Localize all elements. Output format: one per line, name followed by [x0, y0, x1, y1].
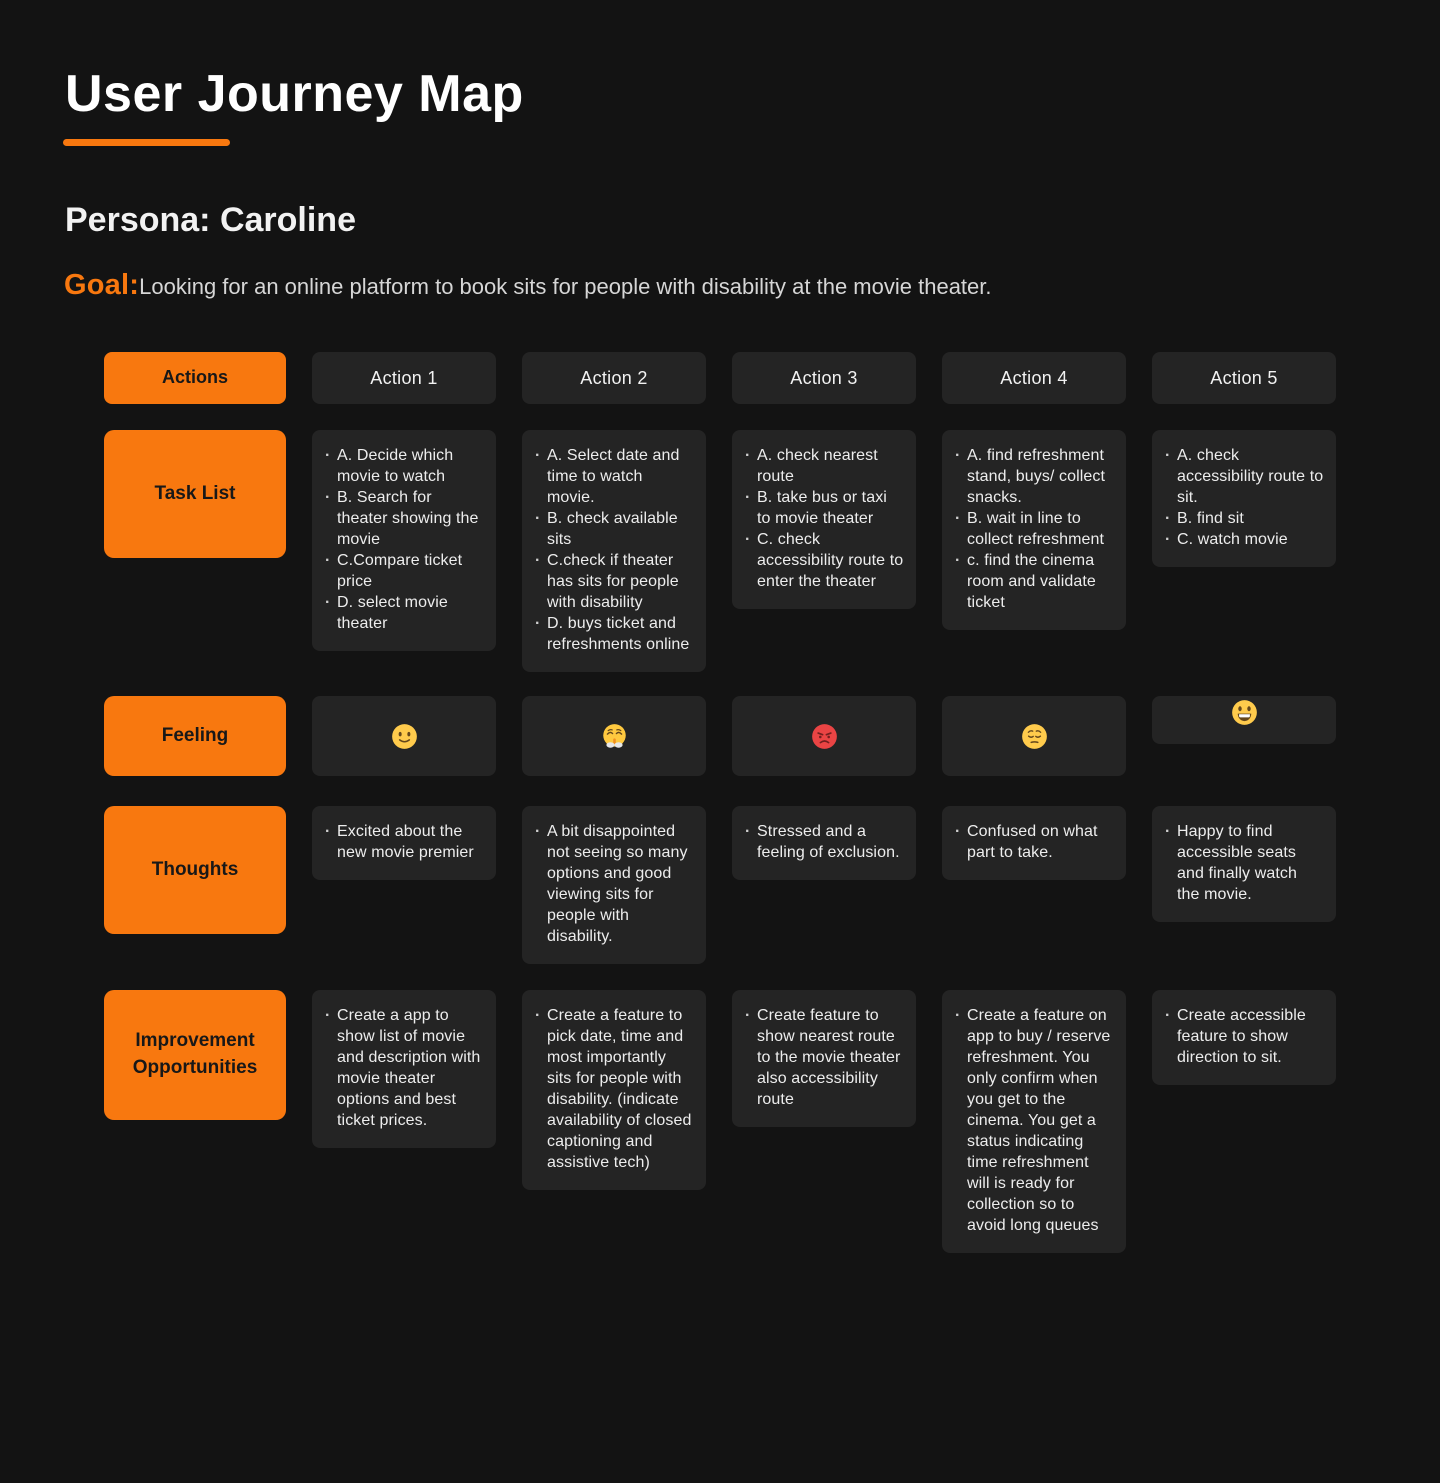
- bullet-item: Create feature to show nearest route to …: [743, 1005, 904, 1110]
- bullet-item: C.Compare ticket price: [323, 550, 484, 592]
- face-with-steam-from-nose-icon: [602, 723, 626, 748]
- bullet-item: B. take bus or taxi to movie theater: [743, 487, 904, 529]
- persona-title: Persona: Caroline: [65, 201, 356, 239]
- task-list-action-1: A. Decide which movie to watchB. Search …: [323, 445, 484, 634]
- row-label-actions: Actions: [104, 352, 286, 404]
- bullet-item: Create a feature on app to buy / reserve…: [953, 1005, 1114, 1236]
- task-list-action-5: A. check accessibility route to sit.B. f…: [1163, 445, 1324, 550]
- bullet-item: A. check accessibility route to sit.: [1163, 445, 1324, 508]
- bullet-item: c. find the cinema room and validate tic…: [953, 550, 1114, 613]
- feeling-card-action-2: [522, 696, 706, 776]
- feeling-card-action-5: [1152, 696, 1336, 744]
- pensive-face-icon: [1021, 723, 1047, 749]
- improvement-card-action-4: Create a feature on app to buy / reserve…: [942, 990, 1126, 1253]
- improvement-list-action-1: Create a app to show list of movie and d…: [323, 1005, 484, 1131]
- grinning-face-icon: [1231, 700, 1257, 725]
- task-card-action-1: A. Decide which movie to watchB. Search …: [312, 430, 496, 651]
- task-card-action-2: A. Select date and time to watch movie.B…: [522, 430, 706, 672]
- thoughts-row: Thoughts Excited about the new movie pre…: [104, 806, 1336, 964]
- feeling-card-action-4: [942, 696, 1126, 776]
- bullet-item: C. watch movie: [1163, 529, 1324, 550]
- feeling-card-action-3: [732, 696, 916, 776]
- bullet-item: Create a app to show list of movie and d…: [323, 1005, 484, 1131]
- column-header-action-4: Action 4: [942, 352, 1126, 404]
- task-card-action-3: A. check nearest routeB. take bus or tax…: [732, 430, 916, 609]
- bullet-item: B. find sit: [1163, 508, 1324, 529]
- improvement-list-action-4: Create a feature on app to buy / reserve…: [953, 1005, 1114, 1236]
- thoughts-list-action-1: Excited about the new movie premier: [323, 821, 484, 863]
- bullet-item: A. find refreshment stand, buys/ collect…: [953, 445, 1114, 508]
- column-header-action-3: Action 3: [732, 352, 916, 404]
- thoughts-card-action-1: Excited about the new movie premier: [312, 806, 496, 880]
- bullet-item: D. buys ticket and refreshments online: [533, 613, 694, 655]
- task-card-action-4: A. find refreshment stand, buys/ collect…: [942, 430, 1126, 630]
- bullet-item: A bit disappointed not seeing so many op…: [533, 821, 694, 947]
- task-list-action-2: A. Select date and time to watch movie.B…: [533, 445, 694, 655]
- task-card-action-5: A. check accessibility route to sit.B. f…: [1152, 430, 1336, 567]
- angry-red-face-icon: [811, 723, 837, 749]
- improvement-card-action-1: Create a app to show list of movie and d…: [312, 990, 496, 1148]
- improvement-list-action-5: Create accessible feature to show direct…: [1163, 1005, 1324, 1068]
- bullet-item: C.check if theater has sits for people w…: [533, 550, 694, 613]
- bullet-item: Happy to find accessible seats and final…: [1163, 821, 1324, 905]
- bullet-item: A. check nearest route: [743, 445, 904, 487]
- thoughts-card-action-2: A bit disappointed not seeing so many op…: [522, 806, 706, 964]
- thoughts-list-action-3: Stressed and a feeling of exclusion.: [743, 821, 904, 863]
- improvement-list-action-2: Create a feature to pick date, time and …: [533, 1005, 694, 1173]
- bullet-item: Excited about the new movie premier: [323, 821, 484, 863]
- bullet-item: A. Select date and time to watch movie.: [533, 445, 694, 508]
- bullet-item: Confused on what part to take.: [953, 821, 1114, 863]
- thoughts-card-action-4: Confused on what part to take.: [942, 806, 1126, 880]
- thoughts-list-action-2: A bit disappointed not seeing so many op…: [533, 821, 694, 947]
- thoughts-list-action-5: Happy to find accessible seats and final…: [1163, 821, 1324, 905]
- page-title: User Journey Map: [65, 65, 524, 123]
- feeling-card-action-1: [312, 696, 496, 776]
- thoughts-list-action-4: Confused on what part to take.: [953, 821, 1114, 863]
- row-label-task-list: Task List: [104, 430, 286, 558]
- bullet-item: B. Search for theater showing the movie: [323, 487, 484, 550]
- row-label-thoughts: Thoughts: [104, 806, 286, 934]
- thoughts-card-action-3: Stressed and a feeling of exclusion.: [732, 806, 916, 880]
- row-label-feeling: Feeling: [104, 696, 286, 776]
- title-underline: [63, 139, 230, 146]
- bullet-item: Create accessible feature to show direct…: [1163, 1005, 1324, 1068]
- improvement-card-action-2: Create a feature to pick date, time and …: [522, 990, 706, 1190]
- column-header-action-1: Action 1: [312, 352, 496, 404]
- improvement-list-action-3: Create feature to show nearest route to …: [743, 1005, 904, 1110]
- bullet-item: C. check accessibility route to enter th…: [743, 529, 904, 592]
- row-label-improvement-opportunities: Improvement Opportunities: [104, 990, 286, 1120]
- slightly-smiling-face-icon: [391, 723, 417, 749]
- column-header-action-5: Action 5: [1152, 352, 1336, 404]
- bullet-item: A. Decide which movie to watch: [323, 445, 484, 487]
- journey-map-grid: Actions Action 1 Action 2 Action 3 Actio…: [104, 352, 1336, 1253]
- goal-label: Goal:: [64, 269, 140, 301]
- task-list-action-4: A. find refreshment stand, buys/ collect…: [953, 445, 1114, 613]
- bullet-item: Create a feature to pick date, time and …: [533, 1005, 694, 1173]
- bullet-item: Stressed and a feeling of exclusion.: [743, 821, 904, 863]
- task-list-row: Task List A. Decide which movie to watch…: [104, 430, 1336, 672]
- goal-text: Looking for an online platform to book s…: [139, 274, 992, 299]
- feeling-row: Feeling: [104, 696, 1336, 776]
- actions-header-row: Actions Action 1 Action 2 Action 3 Actio…: [104, 352, 1336, 404]
- thoughts-card-action-5: Happy to find accessible seats and final…: [1152, 806, 1336, 922]
- bullet-item: B. check available sits: [533, 508, 694, 550]
- bullet-item: B. wait in line to collect refreshment: [953, 508, 1114, 550]
- improvement-card-action-3: Create feature to show nearest route to …: [732, 990, 916, 1127]
- improvement-opportunities-row: Improvement Opportunities Create a app t…: [104, 990, 1336, 1253]
- column-header-action-2: Action 2: [522, 352, 706, 404]
- bullet-item: D. select movie theater: [323, 592, 484, 634]
- goal-line: Goal:Looking for an online platform to b…: [64, 269, 1440, 302]
- task-list-action-3: A. check nearest routeB. take bus or tax…: [743, 445, 904, 592]
- improvement-card-action-5: Create accessible feature to show direct…: [1152, 990, 1336, 1085]
